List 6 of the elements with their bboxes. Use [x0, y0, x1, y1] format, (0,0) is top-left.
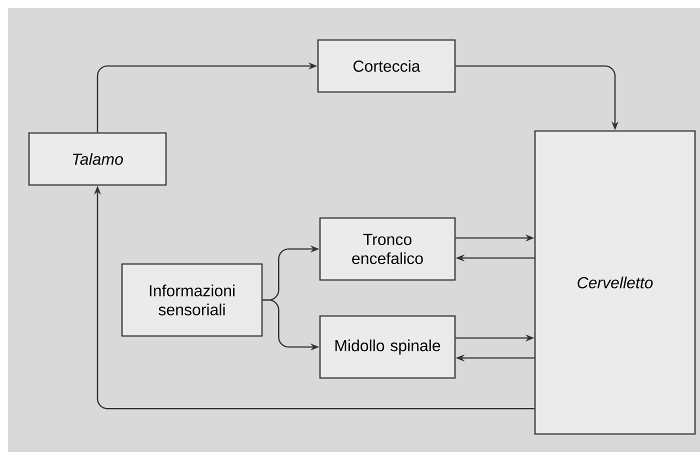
box: Tronco encefalico: [319, 217, 456, 281]
box: Corteccia: [317, 39, 456, 93]
box: Midollo spinale: [319, 315, 456, 379]
box: Informazioni sensoriali: [121, 263, 263, 337]
box: Cervelletto: [534, 130, 696, 435]
box: Talamo: [28, 132, 167, 186]
